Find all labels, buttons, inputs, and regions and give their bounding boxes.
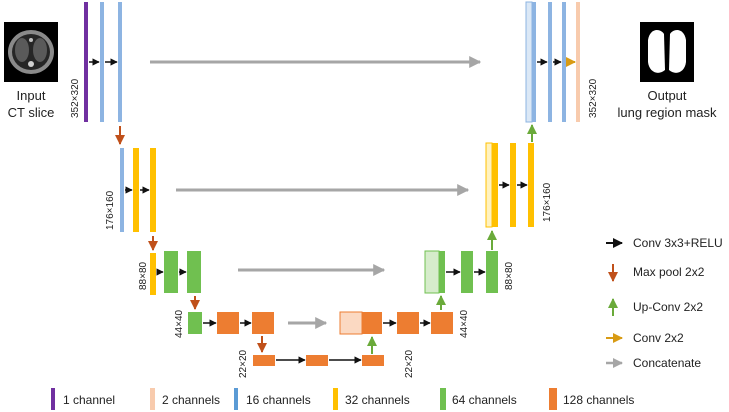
l4-dec-block-1: [397, 312, 419, 334]
dim-l4-left: 44×40: [174, 309, 185, 338]
l3-dec-upconv-block: [439, 251, 445, 293]
dim-l3-left: 88×80: [138, 261, 149, 290]
legend-conv-label: Conv 3x3+RELU: [633, 236, 723, 250]
dim-l4-right: 44×40: [459, 309, 470, 338]
input-label-line2: CT slice: [8, 105, 55, 120]
dim-l3-right: 88×80: [504, 261, 515, 290]
legend-swatch-16ch: [234, 388, 238, 410]
l1-dec-block-1: [548, 2, 552, 122]
dim-l2-right: 176×160: [542, 182, 553, 222]
l4-enc-pool-block: [188, 312, 202, 334]
input-ct-image: [4, 22, 58, 82]
l2-dec-block-1: [510, 143, 516, 227]
l1-input-block: [84, 2, 88, 122]
l1-enc-block-2: [118, 2, 122, 122]
l1-dec-concat-block: [525, 1, 533, 123]
legend-swatch-32ch: [333, 388, 338, 410]
l5-pool-block: [253, 355, 275, 366]
l2-enc-pool-block: [120, 148, 124, 232]
l4-dec-upconv-block: [362, 312, 382, 334]
channels-legend: 1 channel 2 channels 16 channels 32 chan…: [51, 388, 634, 410]
dim-l1-left: 352×320: [70, 78, 81, 118]
l2-dec-upconv-block: [492, 143, 498, 227]
l3-dec-concat-block: [424, 250, 440, 294]
legend-concat-label: Concatenate: [633, 356, 701, 370]
legend-64ch-label: 64 channels: [452, 393, 517, 407]
l1-dec-upconv-block: [532, 2, 536, 122]
output-label-line2: lung region mask: [618, 105, 717, 120]
l1-dec-block-2: [562, 2, 566, 122]
legend-swatch-128ch: [549, 388, 557, 410]
legend-128ch-label: 128 channels: [563, 393, 634, 407]
input-label-line1: Input: [17, 88, 46, 103]
l1-enc-block-1: [100, 2, 104, 122]
dim-l5-right: 22×20: [404, 349, 415, 378]
legend-swatch-64ch: [440, 388, 446, 410]
l4-dec-block-2: [431, 312, 453, 334]
l1-output-block: [576, 2, 580, 122]
legend-conv2-label: Conv 2x2: [633, 331, 684, 345]
output-label-line1: Output: [647, 88, 686, 103]
l2-enc-block-1: [133, 148, 139, 232]
output-mask-image: [640, 22, 694, 82]
l3-enc-pool-block: [150, 253, 156, 295]
l5-block-2: [362, 355, 384, 366]
l2-dec-block-2: [528, 143, 534, 227]
l3-enc-block-1: [164, 251, 178, 293]
l2-enc-block-2: [150, 148, 156, 232]
operations-legend: Conv 3x3+RELU Max pool 2x2 Up-Conv 2x2 C…: [606, 236, 723, 370]
dim-l1-right: 352×320: [588, 78, 599, 118]
legend-32ch-label: 32 channels: [345, 393, 410, 407]
legend-swatch-1ch: [51, 388, 55, 410]
legend-upconv-label: Up-Conv 2x2: [633, 300, 703, 314]
l3-enc-block-2: [187, 251, 201, 293]
l4-dec-concat-block: [339, 311, 363, 335]
dim-l2-left: 176×160: [105, 190, 116, 230]
l5-block-1: [306, 355, 328, 366]
dim-l5-left: 22×20: [238, 349, 249, 378]
legend-swatch-2ch: [150, 388, 155, 410]
l4-enc-block-2: [252, 312, 274, 334]
l3-dec-block-1: [461, 251, 473, 293]
l3-dec-block-2: [486, 251, 498, 293]
legend-2ch-label: 2 channels: [162, 393, 220, 407]
legend-16ch-label: 16 channels: [246, 393, 311, 407]
l2-dec-concat-block: [485, 142, 493, 228]
l4-enc-block-1: [217, 312, 239, 334]
legend-1ch-label: 1 channel: [63, 393, 115, 407]
legend-pool-label: Max pool 2x2: [633, 265, 705, 279]
